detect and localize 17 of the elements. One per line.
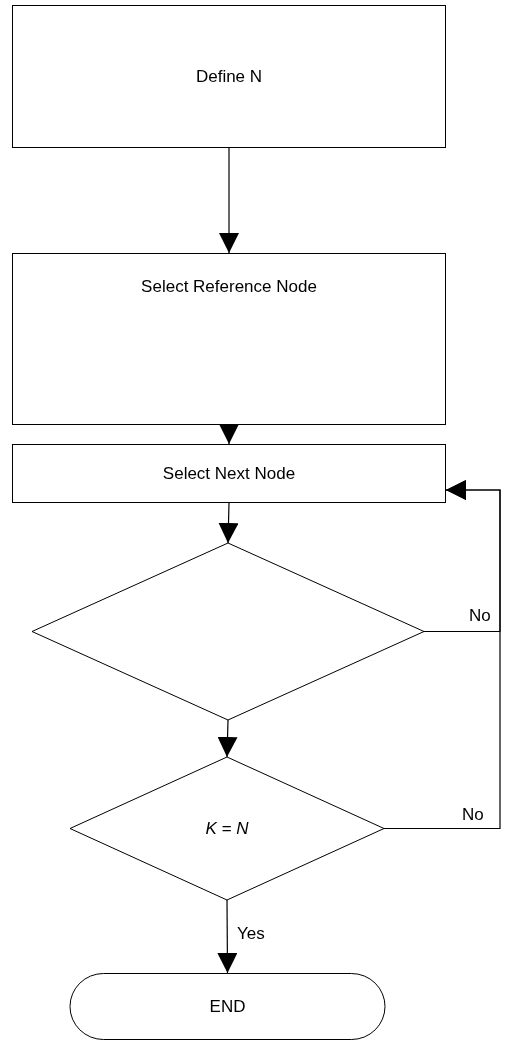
node-label: END bbox=[209, 996, 246, 1017]
node-label: Define N bbox=[195, 66, 263, 87]
arrow bbox=[217, 719, 238, 758]
node-label: Select Reference Node bbox=[141, 277, 317, 297]
arrow bbox=[218, 502, 239, 544]
process-box bbox=[12, 444, 446, 503]
process-box bbox=[12, 5, 446, 148]
node-label: K = N bbox=[205, 818, 249, 839]
node-label: Select Next Node bbox=[162, 463, 296, 484]
process-box bbox=[12, 253, 446, 425]
arrow bbox=[219, 424, 239, 445]
terminal-shape bbox=[70, 973, 385, 1040]
arrow bbox=[219, 147, 239, 254]
decision-diamond bbox=[70, 757, 384, 900]
decision-diamond bbox=[32, 543, 424, 720]
arrow bbox=[383, 480, 501, 830]
arrow bbox=[217, 899, 238, 974]
